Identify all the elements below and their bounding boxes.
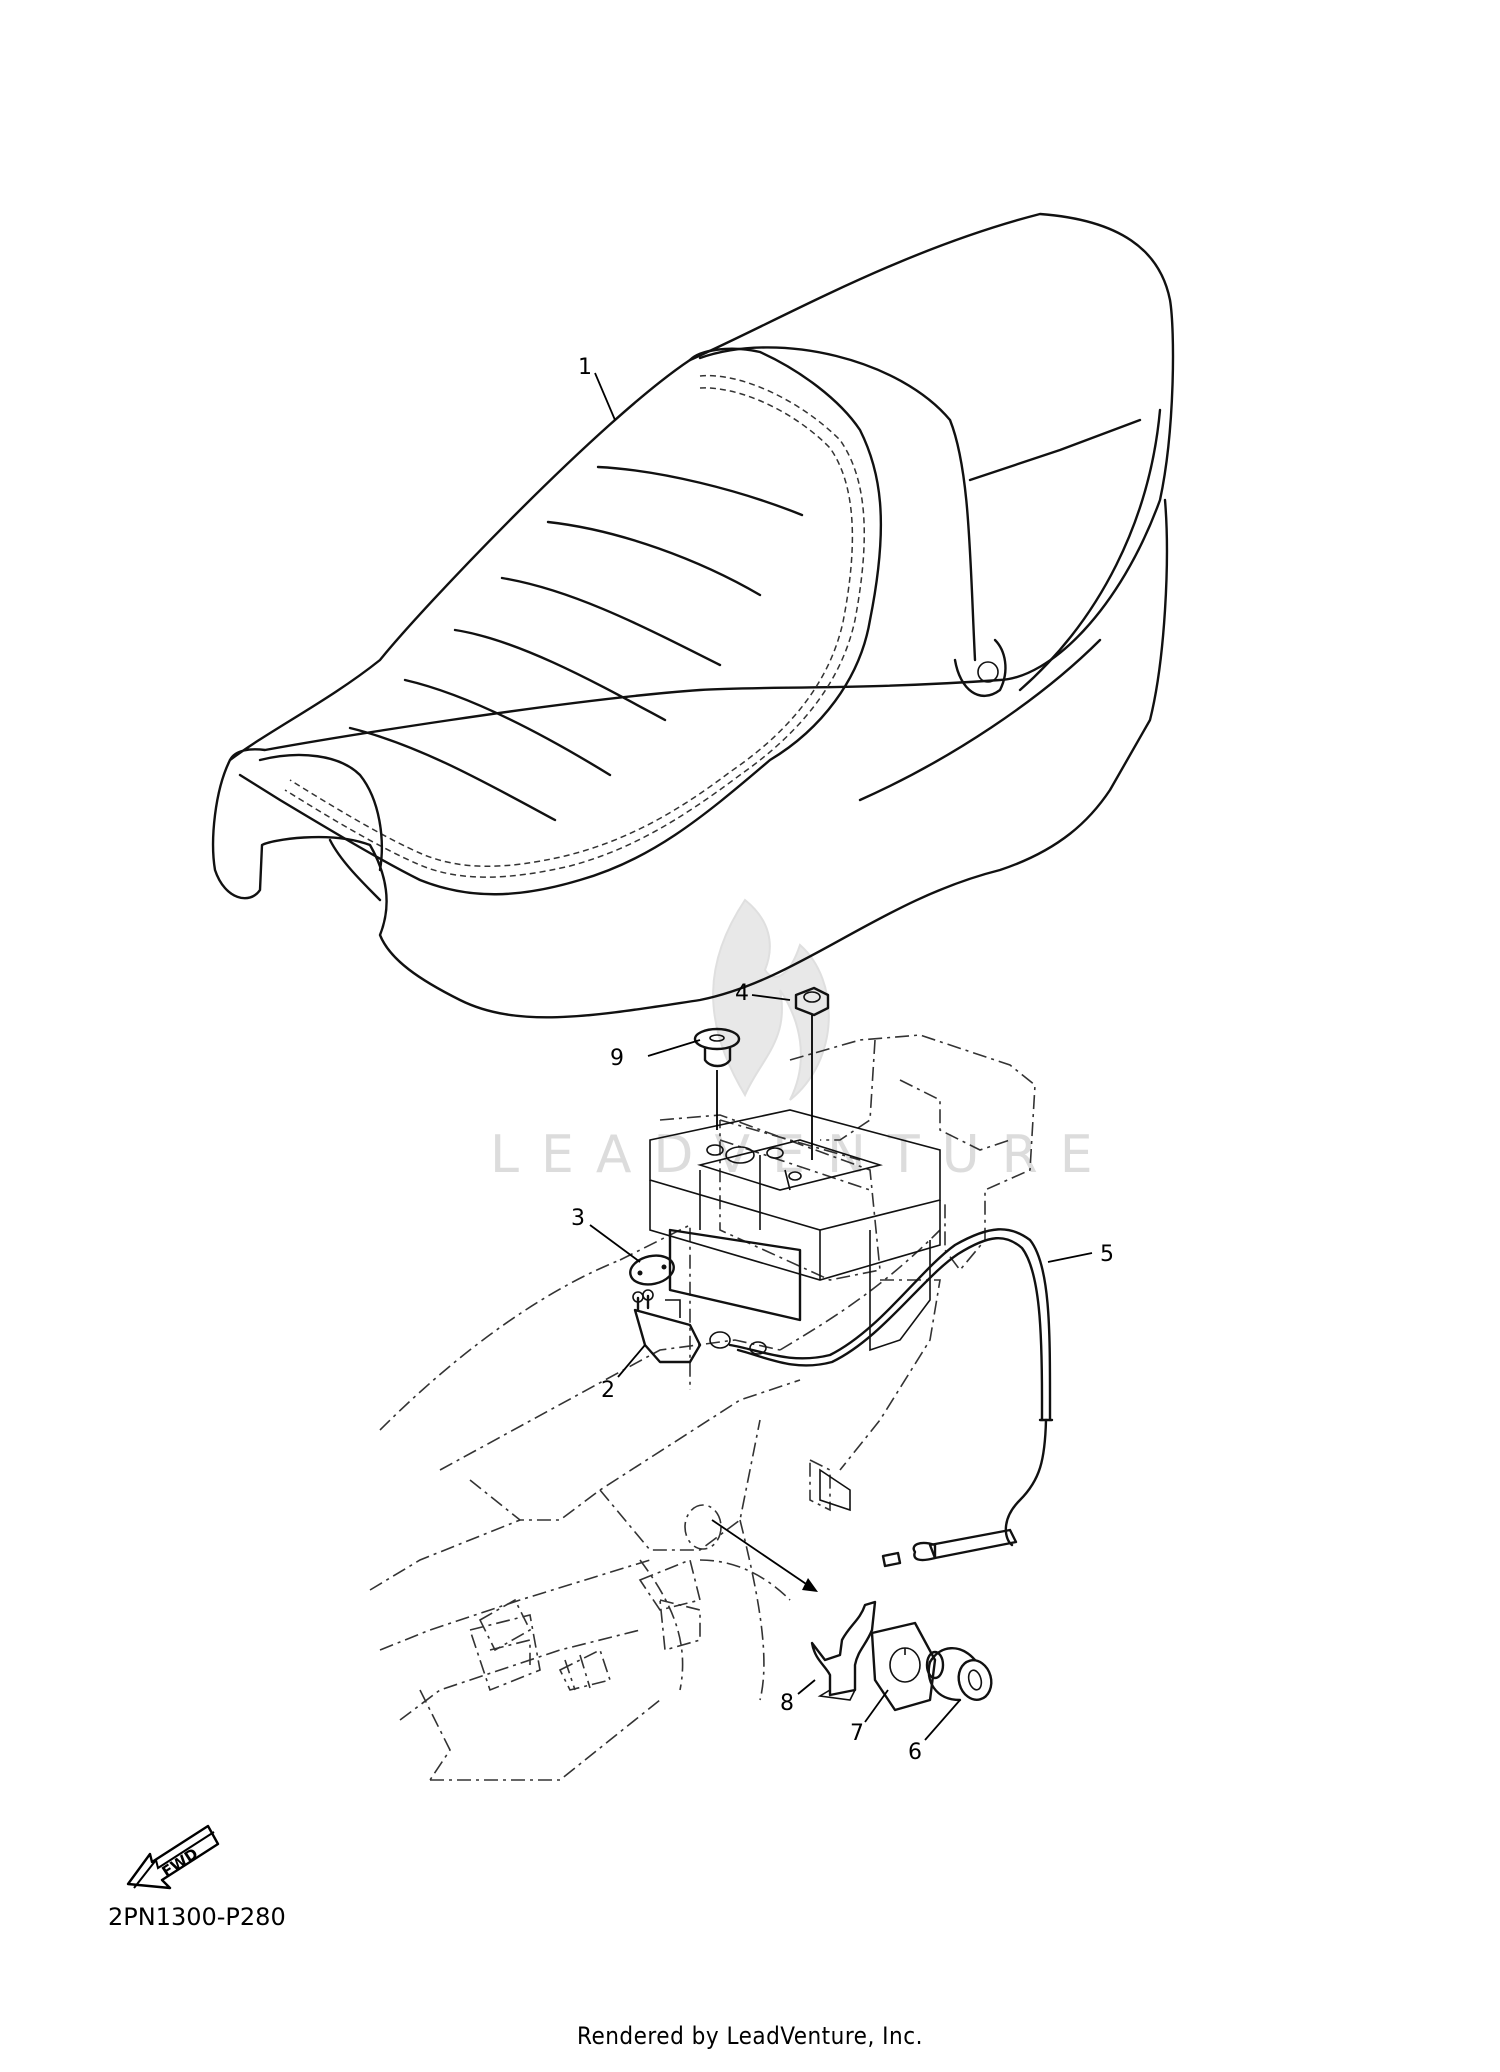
tray-box [649, 1109, 941, 1352]
nut-part [794, 986, 830, 1160]
seat-part [211, 212, 1175, 1019]
grommet-part [693, 1027, 741, 1130]
forward-arrow-icon: FWD [126, 1824, 220, 1890]
footer-credit: Rendered by LeadVenture, Inc. [577, 2022, 923, 2050]
diagram-code: 2PN1300-P280 [108, 1903, 286, 1931]
watermark-text: LEADVENTURE [490, 1125, 1115, 1185]
watermark: LEADVENTURE [490, 898, 1115, 1185]
callout-6: 6 [908, 1740, 922, 1765]
callout-9: 9 [610, 1046, 624, 1071]
callout-5: 5 [1100, 1242, 1114, 1267]
callouts: 1 2 3 4 5 6 7 8 9 [571, 355, 1114, 1765]
callout-2: 2 [601, 1378, 615, 1403]
callout-3: 3 [571, 1206, 585, 1231]
frame-phantom [369, 1034, 1036, 1781]
leader-lines [589, 372, 1093, 1741]
callout-1: 1 [578, 355, 592, 380]
lock-cylinder-part [925, 1647, 993, 1702]
cable-part [728, 1228, 1054, 1568]
clip-part [810, 1600, 877, 1701]
watermark-flame-icon [712, 898, 830, 1101]
callout-7: 7 [850, 1721, 864, 1746]
callout-4: 4 [735, 981, 749, 1006]
plate-part [629, 1254, 675, 1286]
washer-plate-part [870, 1621, 937, 1712]
callout-8: 8 [780, 1691, 794, 1716]
